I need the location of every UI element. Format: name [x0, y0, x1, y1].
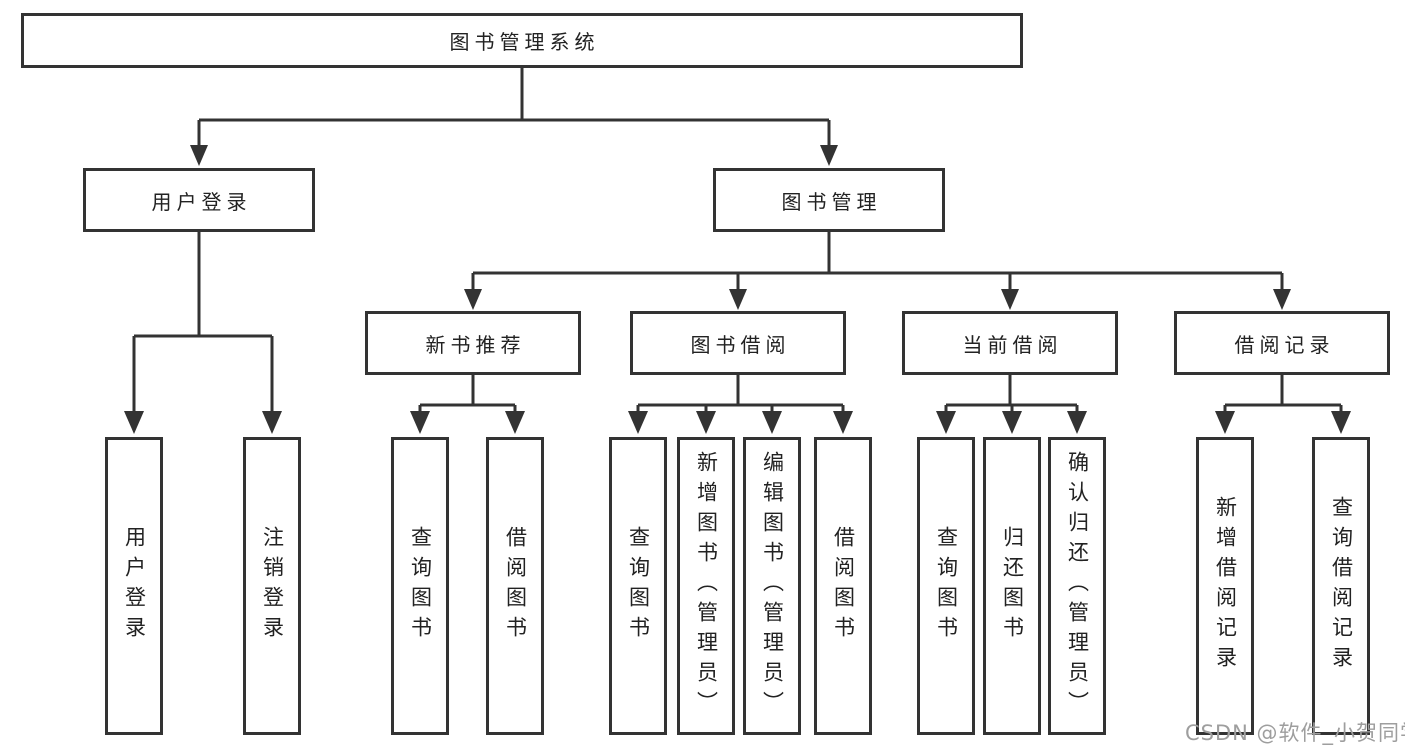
node-label: 图书管理系统 [449, 30, 600, 54]
leaf-query-books-current: 查询图书 [917, 437, 975, 735]
node-user-login: 用户登录 [83, 168, 315, 232]
leaf-add-borrow-record: 新增借阅记录 [1196, 437, 1254, 735]
node-label: 图书管理 [781, 189, 882, 214]
edge-user-login-to-leaves [132, 232, 274, 412]
node-book-management: 图书管理 [713, 168, 945, 232]
node-label: 借阅图书 [831, 526, 856, 646]
node-label: 借阅图书 [503, 526, 528, 646]
node-label: 图书借阅 [690, 332, 791, 357]
node-library-management-system: 图书管理系统 [21, 13, 1023, 68]
edge-borrow-records-to-leaves [1223, 375, 1343, 412]
node-book-borrow: 图书借阅 [630, 311, 846, 375]
node-label: 注销登录 [260, 526, 285, 646]
leaf-user-login: 用户登录 [105, 437, 163, 735]
leaf-query-books-borrow: 查询图书 [609, 437, 667, 735]
node-label: 新增借阅记录 [1213, 496, 1238, 676]
node-label: 确认归还（管理员） [1065, 451, 1090, 721]
node-label: 新书推荐 [425, 332, 526, 357]
edge-book-management-to-level3 [471, 232, 1284, 291]
node-new-book-recommend: 新书推荐 [365, 311, 581, 375]
edge-new-book-recommend-to-leaves [418, 375, 517, 412]
node-label: 用户登录 [122, 526, 147, 646]
node-label: 归还图书 [1000, 526, 1025, 646]
leaf-add-books-admin: 新增图书（管理员） [677, 437, 735, 735]
leaf-query-borrow-record: 查询借阅记录 [1312, 437, 1370, 735]
leaf-query-books-recommend: 查询图书 [391, 437, 449, 735]
leaf-confirm-return-admin: 确认归还（管理员） [1048, 437, 1106, 735]
node-label: 当前借阅 [962, 332, 1063, 357]
node-label: 查询图书 [934, 526, 959, 646]
node-borrow-records: 借阅记录 [1174, 311, 1390, 375]
csdn-watermark: CSDN @软件_小贺同学 [1185, 721, 1405, 745]
node-label: 编辑图书（管理员） [760, 451, 785, 721]
node-label: 新增图书（管理员） [694, 451, 719, 721]
edge-root-to-level2 [197, 68, 831, 146]
leaf-borrow-books-recommend: 借阅图书 [486, 437, 544, 735]
node-label: 查询图书 [408, 526, 433, 646]
leaf-return-books: 归还图书 [983, 437, 1041, 735]
edge-current-borrow-to-leaves [944, 375, 1079, 412]
node-label: 查询借阅记录 [1329, 496, 1354, 676]
arrowheads [124, 145, 1351, 434]
node-label: 借阅记录 [1234, 332, 1335, 357]
node-label: 用户登录 [151, 189, 252, 214]
node-current-borrow: 当前借阅 [902, 311, 1118, 375]
node-label: 查询图书 [626, 526, 651, 646]
leaf-logout: 注销登录 [243, 437, 301, 735]
edge-book-borrow-to-leaves [636, 375, 845, 412]
leaf-edit-books-admin: 编辑图书（管理员） [743, 437, 801, 735]
leaf-borrow-books: 借阅图书 [814, 437, 872, 735]
